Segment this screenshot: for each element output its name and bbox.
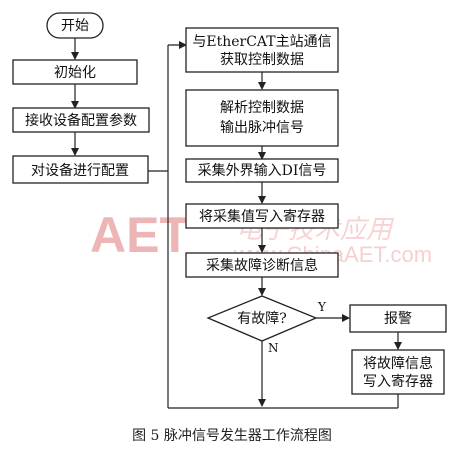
start-label: 开始 — [61, 18, 89, 34]
node-write-register: 将采集值写入寄存器 — [185, 203, 339, 229]
configure-device-box — [12, 155, 149, 184]
parse-data-label-line2: 输出脉冲信号 — [220, 120, 304, 136]
node-receive-params: 接收设备配置参数 — [12, 107, 150, 133]
collect-di-box — [185, 158, 339, 183]
node-init: 初始化 — [12, 59, 138, 85]
configure-device-label: 对设备进行配置 — [31, 162, 129, 179]
ethercat-comm-label-line2: 获取控制数据 — [220, 52, 304, 68]
parse-data-label-line1: 解析控制数据 — [220, 100, 304, 116]
fault-decision-diamond — [206, 295, 318, 342]
fault-decision-label: 有故障? — [237, 311, 287, 327]
collect-di-label: 采集外界输入DI信号 — [198, 162, 327, 179]
receive-params-label: 接收设备配置参数 — [25, 112, 137, 129]
write-register-label: 将采集值写入寄存器 — [199, 208, 325, 225]
node-fault-decision: 有故障? — [206, 295, 318, 342]
write-fault-label-line1: 将故障信息 — [363, 355, 433, 372]
collect-fault-label: 采集故障诊断信息 — [206, 257, 318, 274]
init-box — [12, 59, 138, 85]
alarm-label: 报警 — [384, 311, 412, 327]
node-configure-device: 对设备进行配置 — [12, 155, 149, 184]
collect-fault-box — [185, 252, 339, 278]
watermark-logo: AET — [90, 207, 190, 263]
write-register-box — [185, 203, 339, 229]
node-ethercat-comm: 与EtherCAT主站通信 获取控制数据 — [185, 27, 339, 73]
node-collect-di: 采集外界输入DI信号 — [185, 158, 339, 183]
write-fault-label-line2: 写入寄存器 — [363, 373, 433, 390]
init-label: 初始化 — [54, 64, 96, 81]
edge-label-yes: Y — [317, 300, 327, 314]
figure-caption: 图 5 脉冲信号发生器工作流程图 — [132, 428, 332, 444]
node-start: 开始 — [46, 12, 104, 39]
node-parse-data: 解析控制数据 输出脉冲信号 — [185, 89, 339, 147]
parse-data-box — [185, 89, 339, 147]
node-alarm: 报警 — [349, 304, 447, 333]
write-fault-box — [351, 349, 445, 395]
edge-label-no: N — [268, 341, 279, 355]
node-write-fault: 将故障信息 写入寄存器 — [351, 349, 445, 395]
alarm-box — [349, 304, 447, 333]
ethercat-comm-box — [185, 27, 339, 73]
node-collect-fault: 采集故障诊断信息 — [185, 252, 339, 278]
receive-params-box — [12, 107, 150, 133]
flowchart-edges — [71, 38, 402, 409]
start-terminator-shape — [46, 12, 104, 39]
ethercat-comm-label-line1: 与EtherCAT主站通信 — [192, 34, 331, 50]
